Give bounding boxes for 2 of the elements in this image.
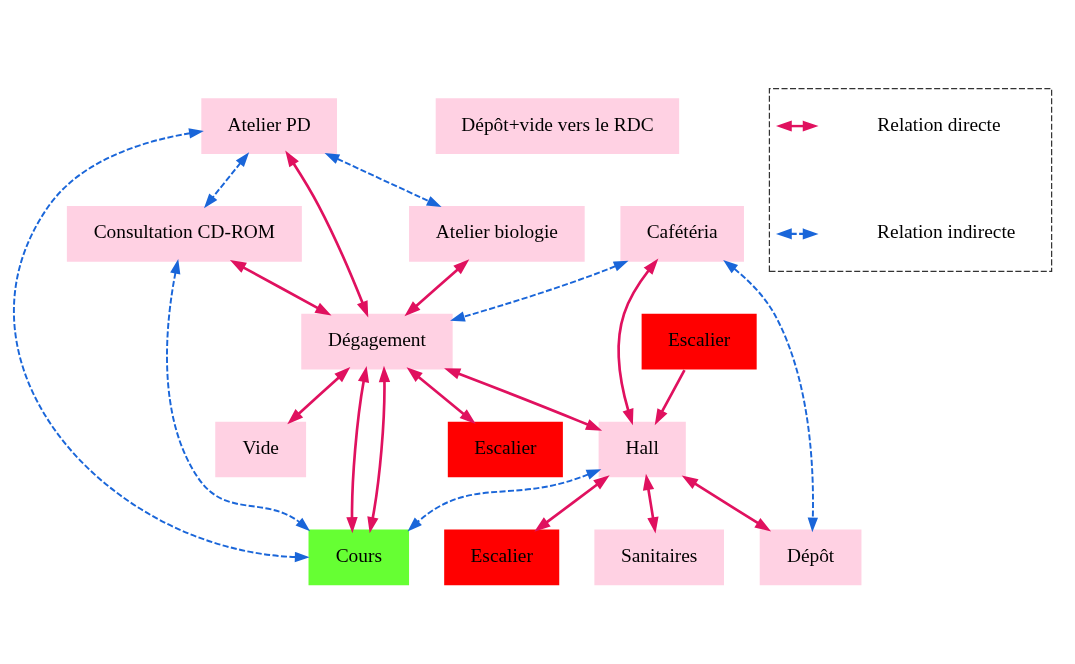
- legend-label: Relation directe: [877, 113, 1001, 135]
- legend-label: Relation indirecte: [877, 221, 1016, 243]
